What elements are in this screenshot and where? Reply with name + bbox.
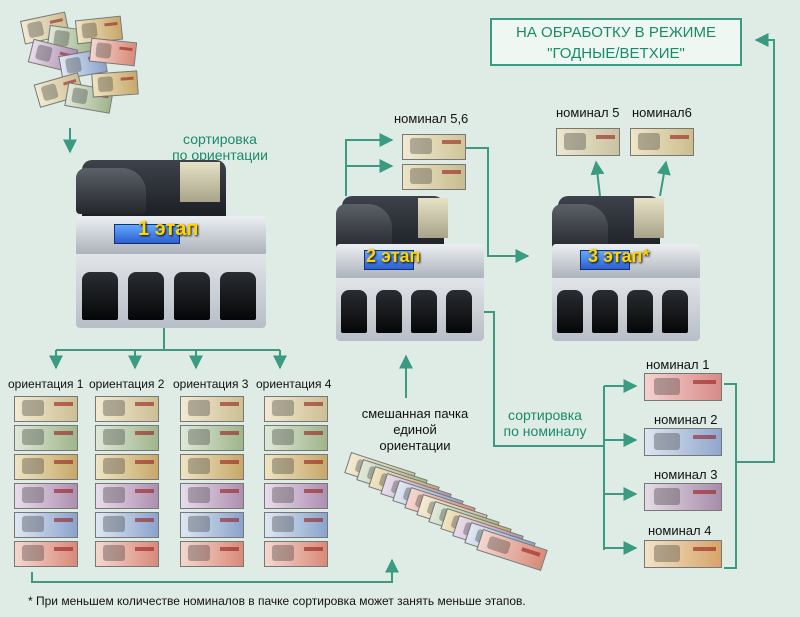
stage3-label: 3 этап*: [588, 246, 650, 266]
banknote-icon: [556, 128, 620, 156]
banknote-icon: [14, 483, 78, 509]
banknote-icon: [95, 512, 159, 538]
stage3-sorter-machine: 3 этап*: [552, 196, 700, 341]
stage1-caption-line1: сортировка: [183, 131, 257, 147]
banknote-icon: [95, 541, 159, 567]
output-pocket: [82, 272, 118, 320]
banknote-icon: [95, 483, 159, 509]
banknote-icon: [88, 37, 138, 67]
banknote-icon: [95, 454, 159, 480]
mixed-pack-line1: смешанная пачка: [361, 406, 469, 421]
banknote-icon: [180, 541, 244, 567]
nominal-label-3: номинал 3: [654, 467, 718, 482]
processing-mode-line2: "ГОДНЫЕ/ВЕТХИЕ": [547, 45, 685, 62]
stage1-label: 1 этап: [138, 218, 199, 240]
banknote-icon: [644, 373, 722, 401]
mixed-pack-line3: ориентации: [379, 438, 451, 453]
output-pocket: [411, 290, 437, 333]
output-pocket: [220, 272, 256, 320]
banknote-icon: [14, 454, 78, 480]
nominal-sort-line1: сортировка: [508, 407, 582, 423]
stage3-output-a: номинал 5: [556, 105, 620, 120]
output-pocket: [446, 290, 472, 333]
nominal-sort-line2: по номиналу: [503, 423, 587, 439]
banknote-icon: [264, 396, 328, 422]
output-pocket: [174, 272, 210, 320]
banknote-icon: [402, 134, 466, 160]
orientation-label-1: ориентация 1: [8, 377, 84, 391]
stage2-output-label: номинал 5,6: [394, 111, 469, 126]
banknote-icon: [14, 425, 78, 451]
banknote-icon: [630, 128, 694, 156]
banknote-icon: [14, 396, 78, 422]
stage1-caption-line2: по ориентации: [172, 147, 268, 163]
stage1-sorter-machine: 1 этап: [76, 160, 266, 328]
banknote-icon: [180, 425, 244, 451]
orientation-label-3: ориентация 3: [173, 377, 249, 391]
output-pocket: [627, 290, 653, 333]
output-pocket: [557, 290, 583, 333]
banknote-icon: [264, 483, 328, 509]
orientation-label-2: ориентация 2: [89, 377, 165, 391]
banknote-icon: [95, 396, 159, 422]
banknote-icon: [180, 396, 244, 422]
banknote-icon: [264, 541, 328, 567]
nominal-label-1: номинал 1: [646, 357, 710, 372]
stage3-output-b: номинал6: [632, 105, 692, 120]
banknote-icon: [180, 483, 244, 509]
nominal-sort-caption: сортировка по номиналу: [495, 407, 595, 439]
processing-mode-line1: НА ОБРАБОТКУ В РЕЖИМЕ: [516, 24, 716, 41]
banknote-icon: [14, 541, 78, 567]
output-pocket: [592, 290, 618, 333]
stage2-label: 2 этап: [366, 246, 421, 266]
processing-mode-box: НА ОБРАБОТКУ В РЕЖИМЕ "ГОДНЫЕ/ВЕТХИЕ": [490, 18, 742, 66]
banknote-icon: [644, 483, 722, 511]
output-pocket: [341, 290, 367, 333]
banknote-icon: [180, 512, 244, 538]
stage2-sorter-machine: 2 этап: [336, 196, 484, 341]
orientation-label-4: ориентация 4: [256, 377, 332, 391]
mixed-pack-line2: единой: [393, 422, 437, 437]
banknote-icon: [264, 454, 328, 480]
banknote-icon: [180, 454, 244, 480]
output-pocket: [128, 272, 164, 320]
banknote-icon: [14, 512, 78, 538]
banknote-icon: [95, 425, 159, 451]
banknote-icon: [264, 425, 328, 451]
nominal-label-2: номинал 2: [654, 412, 718, 427]
banknote-icon: [644, 540, 722, 568]
output-pocket: [376, 290, 402, 333]
stage1-caption: сортировка по ориентации: [150, 131, 290, 163]
banknote-icon: [402, 164, 466, 190]
output-pocket: [662, 290, 688, 333]
banknote-icon: [91, 70, 139, 98]
mixed-pack-caption: смешанная пачка единой ориентации: [350, 406, 480, 454]
footnote: * При меньшем количестве номиналов в пач…: [28, 594, 526, 608]
nominal-label-4: номинал 4: [648, 523, 712, 538]
banknote-icon: [264, 512, 328, 538]
banknote-icon: [644, 428, 722, 456]
